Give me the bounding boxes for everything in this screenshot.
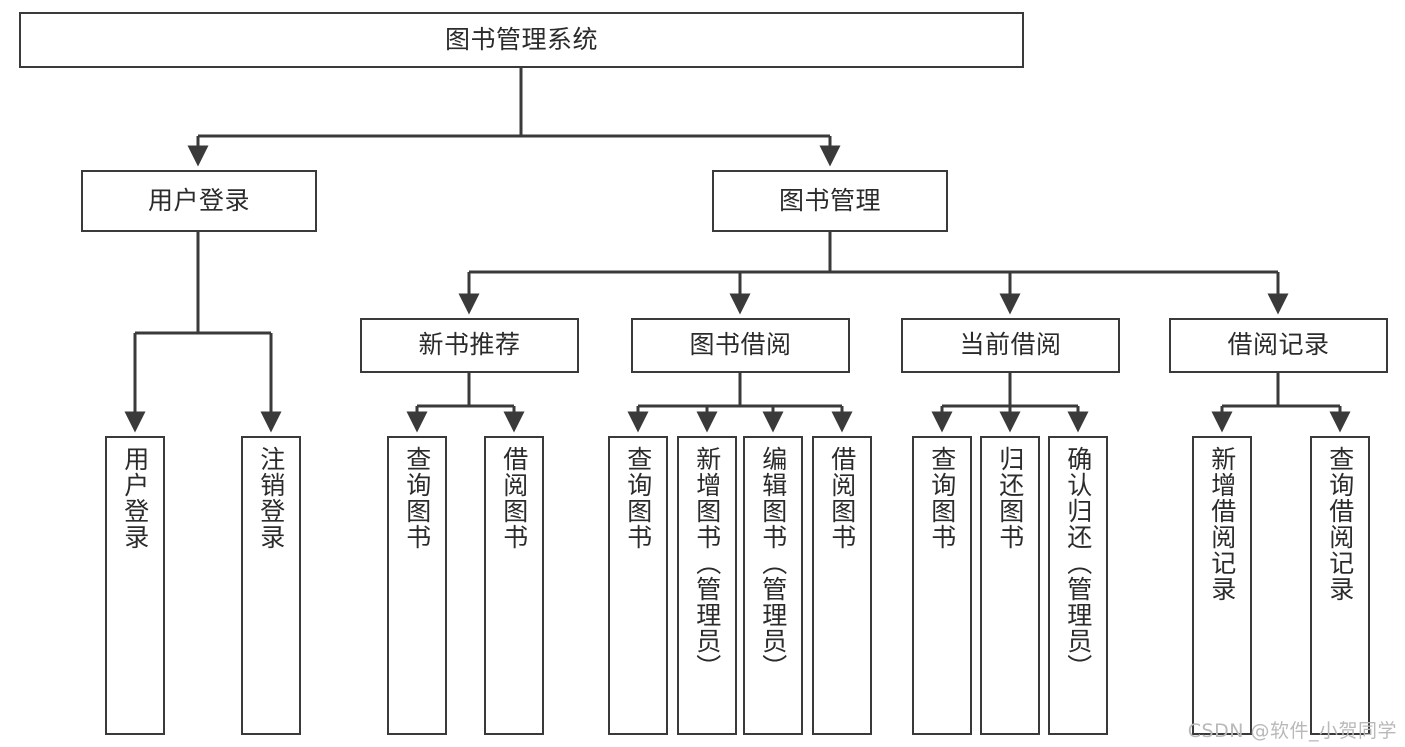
node-book-management[interactable]: 图书管理 bbox=[712, 170, 948, 232]
node-new-book-recommend-label: 新书推荐 bbox=[418, 330, 521, 360]
node-current-borrow[interactable]: 当前借阅 bbox=[901, 318, 1120, 373]
leaf-nb-borrow-book[interactable]: 借阅图书 bbox=[484, 436, 544, 735]
csdn-watermark: CSDN @软件_小贺同学 bbox=[1187, 720, 1397, 742]
leaf-nb-query-book-label: 查询图书 bbox=[402, 446, 432, 550]
node-user-login-label: 用户登录 bbox=[147, 185, 250, 215]
leaf-logout[interactable]: 注销登录 bbox=[241, 436, 301, 735]
node-borrow-records[interactable]: 借阅记录 bbox=[1169, 318, 1388, 373]
leaf-cb-return-book[interactable]: 归还图书 bbox=[980, 436, 1040, 735]
leaf-nb-query-book[interactable]: 查询图书 bbox=[387, 436, 447, 735]
node-book-borrow[interactable]: 图书借阅 bbox=[631, 318, 850, 373]
leaf-br-add-record-label: 新增借阅记录 bbox=[1207, 446, 1237, 602]
leaf-bb-query-book-label: 查询图书 bbox=[623, 446, 653, 550]
leaf-logout-label: 注销登录 bbox=[256, 446, 286, 550]
node-borrow-records-label: 借阅记录 bbox=[1227, 330, 1330, 360]
leaf-nb-borrow-book-label: 借阅图书 bbox=[499, 446, 529, 550]
leaf-cb-confirm-return-admin-label: 确认归还（管理员） bbox=[1063, 446, 1093, 680]
leaf-br-add-record[interactable]: 新增借阅记录 bbox=[1192, 436, 1252, 735]
leaf-bb-edit-book-admin-label: 编辑图书（管理员） bbox=[758, 446, 788, 680]
leaf-bb-query-book[interactable]: 查询图书 bbox=[608, 436, 668, 735]
leaf-bb-borrow-book-label: 借阅图书 bbox=[827, 446, 857, 550]
node-current-borrow-label: 当前借阅 bbox=[959, 330, 1062, 360]
leaf-br-query-record[interactable]: 查询借阅记录 bbox=[1310, 436, 1370, 735]
node-new-book-recommend[interactable]: 新书推荐 bbox=[360, 318, 579, 373]
leaf-bb-edit-book-admin[interactable]: 编辑图书（管理员） bbox=[743, 436, 803, 735]
node-root-system[interactable]: 图书管理系统 bbox=[19, 12, 1024, 68]
leaf-cb-query-book[interactable]: 查询图书 bbox=[912, 436, 972, 735]
node-root-system-label: 图书管理系统 bbox=[444, 24, 598, 54]
leaf-bb-borrow-book[interactable]: 借阅图书 bbox=[812, 436, 872, 735]
node-user-login[interactable]: 用户登录 bbox=[81, 170, 317, 232]
leaf-bb-add-book-admin-label: 新增图书（管理员） bbox=[692, 446, 722, 680]
leaf-bb-add-book-admin[interactable]: 新增图书（管理员） bbox=[677, 436, 737, 735]
leaf-user-login-label: 用户登录 bbox=[120, 446, 150, 550]
leaf-user-login[interactable]: 用户登录 bbox=[105, 436, 165, 735]
leaf-cb-query-book-label: 查询图书 bbox=[927, 446, 957, 550]
leaf-br-query-record-label: 查询借阅记录 bbox=[1325, 446, 1355, 602]
node-book-management-label: 图书管理 bbox=[778, 185, 881, 215]
leaf-cb-return-book-label: 归还图书 bbox=[995, 446, 1025, 550]
leaf-cb-confirm-return-admin[interactable]: 确认归还（管理员） bbox=[1048, 436, 1108, 735]
node-book-borrow-label: 图书借阅 bbox=[689, 330, 792, 360]
